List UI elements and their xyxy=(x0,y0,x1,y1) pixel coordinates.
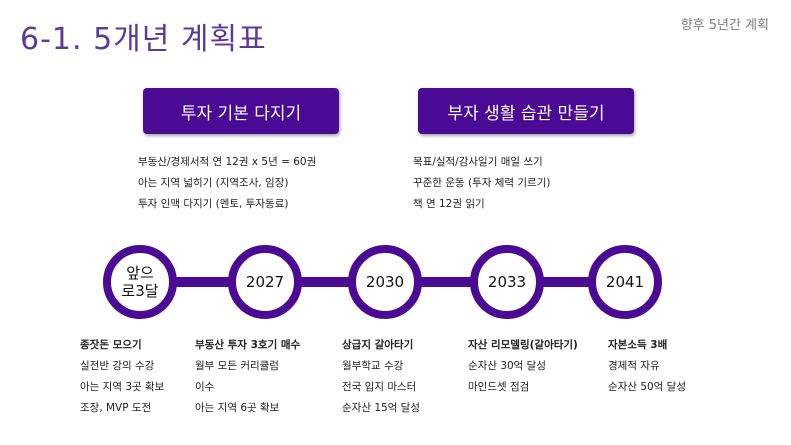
goal-bullets-rich-habits: 목표/실적/감사일기 매일 쓰기 꾸준한 운동 (투자 체력 기르기) 책 연 … xyxy=(413,152,550,215)
detail-heading: 종잣돈 모으기 xyxy=(80,339,142,351)
timeline-node-2027: 2027 xyxy=(228,245,302,319)
detail-item: 월부 모든 커리큘럼 xyxy=(195,360,279,372)
detail-item: 조장, MVP 도전 xyxy=(80,402,152,414)
bullet-item: 투자 인맥 다지기 (멘토, 투자동료) xyxy=(138,198,289,210)
node-label-line: 앞으 xyxy=(126,264,154,282)
detail-item: 순자산 30억 달성 xyxy=(468,360,546,372)
detail-item: 마인드셋 점검 xyxy=(468,381,530,393)
node-label: 2027 xyxy=(245,273,285,291)
timeline-detail-2030: 상급지 갈아타기 월부학교 수강 전국 입지 마스터 순자산 15억 달성 xyxy=(342,335,420,419)
page-title: 6-1. 5개년 계획표 xyxy=(20,22,267,57)
detail-heading: 자본소득 3배 xyxy=(608,339,668,351)
node-label: 2033 xyxy=(487,273,527,291)
goal-bullets-investment-basics: 부동산/경제서적 연 12권 x 5년 = 60권 아는 지역 넓히기 (지역조… xyxy=(138,152,316,215)
timeline-detail-next-3-months: 종잣돈 모으기 실전반 강의 수강 아는 지역 3곳 확보 조장, MVP 도전 xyxy=(80,335,164,419)
bullet-item: 부동산/경제서적 연 12권 x 5년 = 60권 xyxy=(138,156,317,168)
timeline-node-2030: 2030 xyxy=(348,245,422,319)
timeline-detail-2041: 자본소득 3배 경제적 자유 순자산 50억 달성 xyxy=(608,335,686,398)
goal-box-investment-basics: 투자 기본 다지기 xyxy=(143,88,339,134)
detail-item: 실전반 강의 수강 xyxy=(80,360,155,372)
bullet-item: 아는 지역 넓히기 (지역조사, 임장) xyxy=(138,177,289,189)
detail-item: 아는 지역 6곳 확보 xyxy=(195,402,280,414)
node-label: 2041 xyxy=(605,273,645,291)
detail-item: 아는 지역 3곳 확보 xyxy=(80,381,165,393)
bullet-item: 목표/실적/감사일기 매일 쓰기 xyxy=(413,156,543,168)
goal-box-rich-habits: 부자 생활 습관 만들기 xyxy=(418,88,634,134)
timeline-detail-2027: 부동산 투자 3호기 매수 월부 모든 커리큘럼 이수 아는 지역 6곳 확보 xyxy=(195,335,300,419)
goal-label: 부자 생활 습관 만들기 xyxy=(447,103,605,124)
detail-heading: 상급지 갈아타기 xyxy=(342,339,414,351)
detail-item: 경제적 자유 xyxy=(608,360,660,372)
detail-heading: 부동산 투자 3호기 매수 xyxy=(195,339,301,351)
node-label: 2030 xyxy=(365,273,405,291)
node-label-line: 로3달 xyxy=(121,282,159,300)
detail-item: 이수 xyxy=(195,381,215,393)
detail-item: 순자산 50억 달성 xyxy=(608,381,686,393)
detail-item: 순자산 15억 달성 xyxy=(342,402,420,414)
timeline-node-2041: 2041 xyxy=(588,245,662,319)
detail-item: 월부학교 수강 xyxy=(342,360,404,372)
bullet-item: 책 연 12권 읽기 xyxy=(413,198,485,210)
page-subtitle: 향후 5년간 계획 xyxy=(680,18,769,33)
detail-item: 전국 입지 마스터 xyxy=(342,381,417,393)
bullet-item: 꾸준한 운동 (투자 체력 기르기) xyxy=(413,177,551,189)
timeline-detail-2033: 자산 리모델링(갈아타기) 순자산 30억 달성 마인드셋 점검 xyxy=(468,335,578,398)
detail-heading: 자산 리모델링(갈아타기) xyxy=(468,339,578,351)
timeline-node-2033: 2033 xyxy=(470,245,544,319)
goal-label: 투자 기본 다지기 xyxy=(180,103,302,124)
timeline-node-next-3-months: 앞으 로3달 xyxy=(103,245,177,319)
